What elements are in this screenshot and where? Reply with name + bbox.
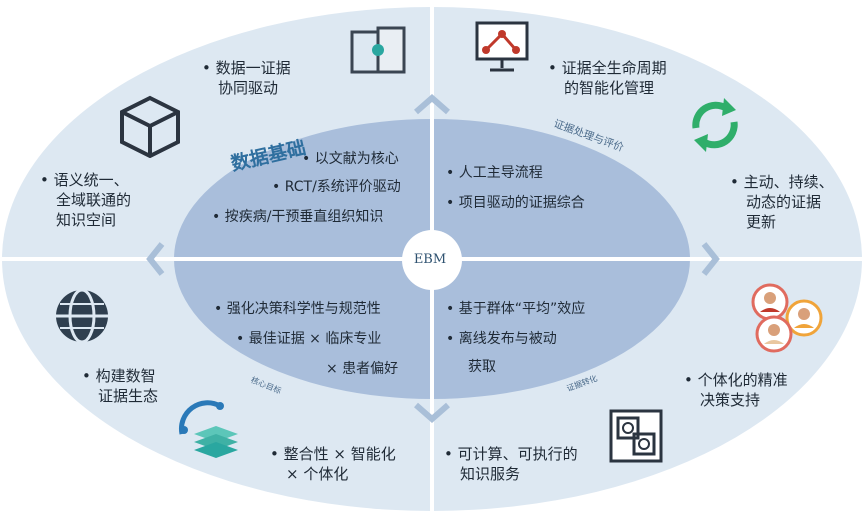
- inner-bottom-left-item-1: 强化决策科学性与规范性: [214, 300, 381, 318]
- chevron-right-icon: [701, 242, 720, 276]
- puzzle-icon: [350, 26, 406, 74]
- inner-top-right-item-2: 项目驱动的证据综合: [446, 194, 585, 212]
- inner-top-right-list: 人工主导流程 项目驱动的证据综合: [446, 164, 585, 212]
- inner-bottom-left-item-2-wrap: 最佳证据 × 临床专业: [236, 330, 382, 348]
- outer-top-right-text: 证据全生命周期 的智能化管理: [548, 58, 667, 98]
- outer-right-line-2: 动态的证据: [746, 193, 822, 211]
- outer-left-line-1: 语义统一、: [40, 170, 131, 190]
- outer-bottom-left-upper-text: 构建数智 证据生态: [82, 366, 158, 406]
- globe-icon: [56, 288, 108, 344]
- outer-bottom-left-upper-line-2: 证据生态: [98, 387, 159, 405]
- outer-right-lower-line-2: 决策支持: [700, 391, 761, 409]
- inner-bottom-left-list: 强化决策科学性与规范性: [214, 300, 381, 318]
- outer-bottom-right-line-1: 可计算、可执行的: [444, 444, 578, 464]
- outer-bottom-right-line-2: 知识服务: [460, 465, 521, 483]
- outer-left-text: 语义统一、 全域联通的 知识空间: [40, 170, 131, 230]
- inner-bottom-right-item-3: 获取: [468, 359, 496, 375]
- layers-globe-icon: [178, 400, 238, 458]
- outer-bottom-right-text: 可计算、可执行的 知识服务: [444, 444, 578, 484]
- people-avatars-icon: [751, 283, 823, 353]
- inner-bottom-right-item-1: 基于群体“平均”效应: [446, 300, 586, 318]
- outer-right-line-3: 更新: [746, 213, 777, 231]
- outer-right-line-1: 主动、持续、: [730, 172, 834, 192]
- outer-left-line-3: 知识空间: [56, 211, 117, 229]
- outer-top-left-line-1: 数据一证据: [202, 58, 291, 78]
- chevron-up-icon: [414, 94, 450, 115]
- inner-top-left-item-1: 以文献为核心: [302, 150, 399, 168]
- cube-icon: [120, 95, 180, 158]
- outer-top-right-line-2: 的智能化管理: [564, 79, 655, 97]
- outer-top-left-text: 数据一证据 协同驱动: [202, 58, 291, 98]
- chevron-down-icon: [414, 402, 450, 423]
- outer-bottom-left-line-2: × 个体化: [286, 465, 349, 483]
- outer-top-left-line-2: 协同驱动: [218, 79, 279, 97]
- monitor-network-icon: [475, 21, 529, 72]
- outer-left-line-2: 全域联通的: [56, 191, 132, 209]
- inner-bottom-right-item-2: 离线发布与被动: [446, 330, 585, 348]
- outer-right-text: 主动、持续、 动态的证据 更新: [730, 172, 834, 232]
- inner-top-left-item-2: RCT/系统评价驱动: [272, 178, 401, 196]
- inner-top-left-item-3: 按疾病/干预垂直组织知识: [212, 208, 384, 226]
- outer-bottom-left-upper-line-1: 构建数智: [82, 366, 158, 386]
- linked-squares-icon: [609, 409, 663, 463]
- inner-top-left-item-2-wrap: RCT/系统评价驱动: [272, 178, 401, 196]
- outer-right-lower-line-1: 个体化的精准: [684, 370, 788, 390]
- inner-bottom-left-item-3: × 患者偏好: [326, 361, 399, 377]
- inner-top-left-item-3-wrap: 按疾病/干预垂直组织知识: [212, 208, 384, 226]
- refresh-arrows-icon: [692, 98, 738, 152]
- outer-bottom-left-line-1: 整合性 × 智能化: [270, 444, 396, 464]
- inner-top-left-list: 以文献为核心: [300, 150, 399, 168]
- inner-bottom-left-item-2: 最佳证据 × 临床专业: [236, 330, 382, 348]
- center-circle: [402, 230, 462, 290]
- inner-top-right-item-1: 人工主导流程: [446, 164, 585, 182]
- outer-top-right-line-1: 证据全生命周期: [548, 58, 667, 78]
- outer-right-lower-text: 个体化的精准 决策支持: [684, 370, 788, 410]
- inner-bottom-right-list: 基于群体“平均”效应 离线发布与被动 获取: [446, 300, 586, 376]
- chevron-left-icon: [146, 242, 165, 276]
- outer-bottom-left-text: 整合性 × 智能化 × 个体化: [270, 444, 396, 484]
- center-ebm-label: EBM: [413, 252, 447, 267]
- inner-bottom-left-item-3-wrap: × 患者偏好: [326, 360, 398, 378]
